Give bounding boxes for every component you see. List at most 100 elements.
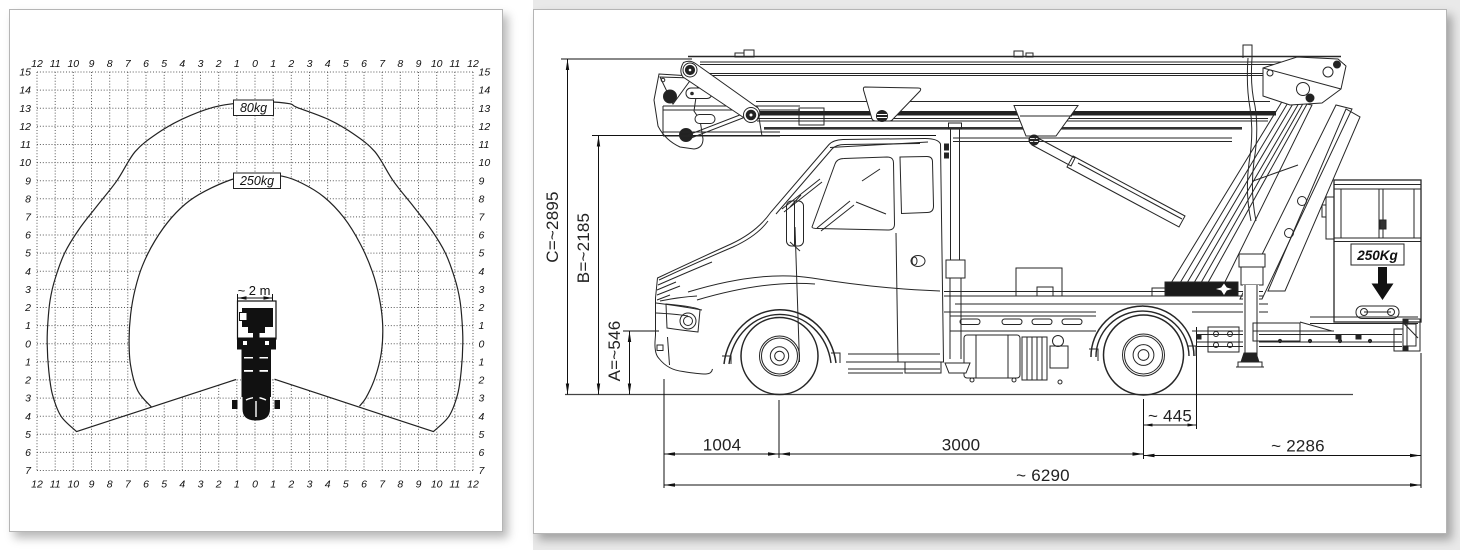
svg-text:1: 1	[270, 58, 276, 70]
svg-text:3: 3	[307, 58, 313, 70]
svg-text:250Kg: 250Kg	[1356, 248, 1398, 263]
svg-text:2: 2	[215, 58, 222, 70]
svg-text:6: 6	[361, 58, 367, 70]
svg-text:9: 9	[479, 175, 485, 187]
svg-text:250kg: 250kg	[239, 174, 274, 188]
svg-text:8: 8	[397, 479, 403, 491]
svg-text:1: 1	[479, 356, 485, 368]
svg-text:2: 2	[287, 58, 294, 70]
svg-text:11: 11	[449, 479, 460, 491]
svg-text:5: 5	[479, 248, 485, 260]
svg-text:7: 7	[125, 479, 132, 491]
svg-text:~ 2 m: ~ 2 m	[238, 283, 271, 298]
svg-text:6: 6	[143, 58, 149, 70]
svg-text:~ 445: ~ 445	[1148, 407, 1192, 426]
svg-text:8: 8	[107, 479, 113, 491]
svg-text:12: 12	[467, 58, 479, 70]
svg-text:3: 3	[479, 284, 485, 296]
svg-text:5: 5	[25, 248, 31, 260]
svg-text:1: 1	[234, 479, 240, 491]
svg-text:3: 3	[25, 284, 31, 296]
svg-text:10: 10	[67, 58, 79, 70]
svg-text:4: 4	[325, 58, 331, 70]
svg-text:5: 5	[161, 58, 167, 70]
svg-text:A=~546: A=~546	[605, 321, 624, 382]
svg-text:11: 11	[449, 58, 460, 70]
svg-text:4: 4	[179, 58, 185, 70]
svg-text:0: 0	[252, 479, 258, 491]
svg-text:5: 5	[479, 429, 485, 441]
svg-text:10: 10	[479, 157, 491, 169]
svg-text:11: 11	[50, 58, 61, 70]
svg-text:3: 3	[479, 393, 485, 405]
svg-text:12: 12	[467, 479, 479, 491]
svg-text:5: 5	[25, 429, 31, 441]
svg-text:5: 5	[161, 479, 167, 491]
svg-text:3: 3	[307, 479, 313, 491]
svg-text:15: 15	[19, 67, 31, 79]
svg-text:6: 6	[479, 447, 485, 459]
svg-text:13: 13	[19, 103, 31, 115]
svg-text:7: 7	[125, 58, 132, 70]
svg-text:6: 6	[361, 479, 367, 491]
svg-text:7: 7	[25, 212, 32, 224]
svg-text:0: 0	[25, 338, 31, 350]
svg-text:80kg: 80kg	[240, 101, 267, 115]
svg-text:6: 6	[143, 479, 149, 491]
svg-text:13: 13	[479, 103, 491, 115]
svg-text:1: 1	[25, 320, 31, 332]
svg-text:8: 8	[479, 193, 485, 205]
svg-text:3000: 3000	[942, 436, 981, 455]
svg-text:12: 12	[31, 58, 43, 70]
svg-text:9: 9	[25, 175, 31, 187]
svg-text:11: 11	[479, 139, 490, 151]
svg-text:C=~2895: C=~2895	[543, 191, 562, 262]
svg-text:1: 1	[270, 479, 276, 491]
svg-text:5: 5	[343, 479, 349, 491]
svg-text:9: 9	[416, 479, 422, 491]
svg-text:10: 10	[19, 157, 31, 169]
svg-text:4: 4	[25, 411, 31, 423]
svg-text:9: 9	[89, 58, 95, 70]
svg-text:2: 2	[287, 479, 294, 491]
svg-text:0: 0	[479, 338, 485, 350]
svg-text:0: 0	[252, 58, 258, 70]
svg-text:8: 8	[397, 58, 403, 70]
svg-text:9: 9	[89, 479, 95, 491]
svg-text:12: 12	[479, 121, 491, 133]
svg-text:2: 2	[24, 302, 31, 314]
svg-text:10: 10	[431, 479, 443, 491]
svg-text:2: 2	[478, 375, 485, 387]
svg-text:2: 2	[215, 479, 222, 491]
svg-text:2: 2	[478, 302, 485, 314]
svg-text:6: 6	[479, 230, 485, 242]
svg-text:6: 6	[25, 447, 31, 459]
svg-text:10: 10	[67, 479, 79, 491]
svg-text:14: 14	[479, 85, 491, 97]
svg-text:4: 4	[25, 266, 31, 278]
svg-text:7: 7	[379, 58, 386, 70]
svg-text:5: 5	[343, 58, 349, 70]
svg-text:15: 15	[479, 67, 491, 79]
svg-text:4: 4	[479, 411, 485, 423]
svg-text:1004: 1004	[703, 436, 742, 455]
svg-text:4: 4	[179, 479, 185, 491]
svg-text:~ 6290: ~ 6290	[1016, 466, 1070, 485]
svg-text:4: 4	[325, 479, 331, 491]
svg-text:3: 3	[198, 58, 204, 70]
svg-text:8: 8	[107, 58, 113, 70]
svg-text:8: 8	[25, 193, 31, 205]
svg-text:2: 2	[24, 375, 31, 387]
svg-text:7: 7	[479, 465, 486, 477]
svg-text:B=~2185: B=~2185	[574, 213, 593, 283]
svg-text:12: 12	[31, 479, 43, 491]
svg-text:7: 7	[25, 465, 32, 477]
svg-text:~ 2286: ~ 2286	[1271, 437, 1325, 456]
svg-text:12: 12	[19, 121, 31, 133]
svg-text:1: 1	[479, 320, 485, 332]
svg-text:7: 7	[379, 479, 386, 491]
svg-text:3: 3	[198, 479, 204, 491]
svg-text:4: 4	[479, 266, 485, 278]
svg-text:9: 9	[416, 58, 422, 70]
svg-text:6: 6	[25, 230, 31, 242]
